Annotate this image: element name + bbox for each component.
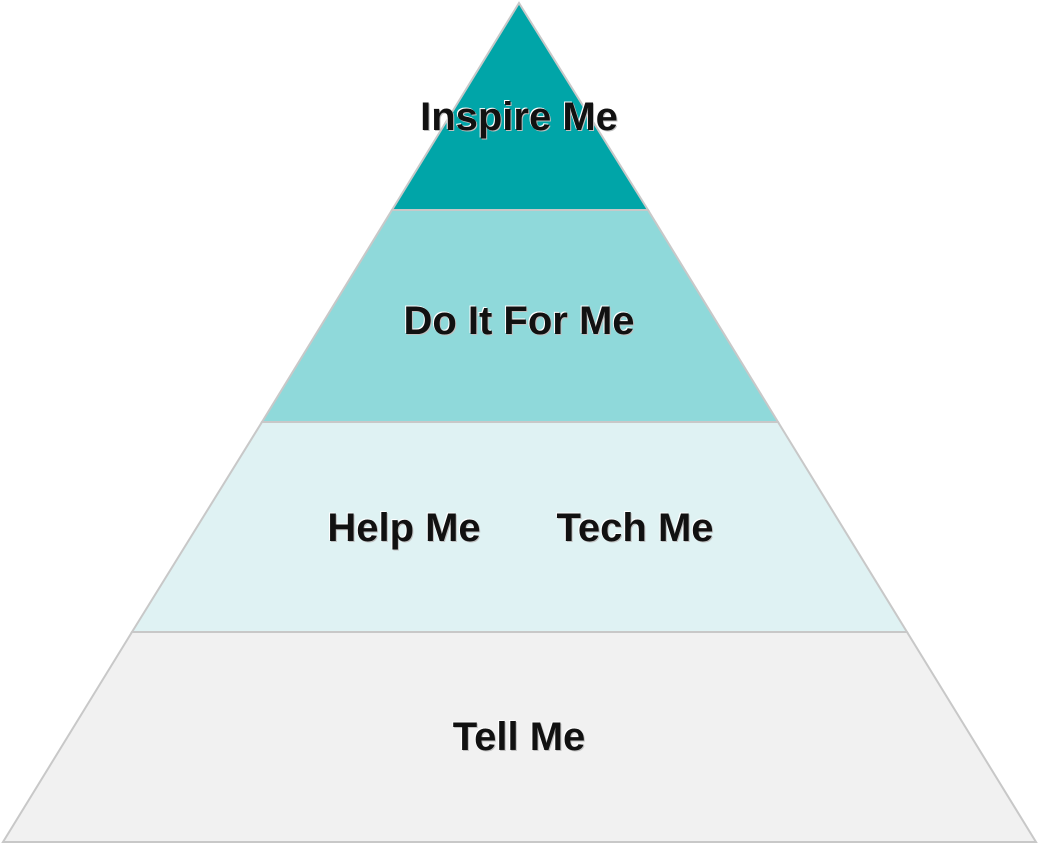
label-tech-me: Tech Me	[556, 506, 714, 550]
label-do-it-for-me: Do It For Me	[403, 299, 635, 343]
label-help-me: Help Me	[327, 506, 481, 550]
level-tell-me	[1, 631, 1038, 843]
label-tell-me: Tell Me	[452, 715, 586, 759]
label-inspire-me: Inspire Me	[420, 95, 618, 139]
level-help-tech-me	[130, 421, 909, 633]
